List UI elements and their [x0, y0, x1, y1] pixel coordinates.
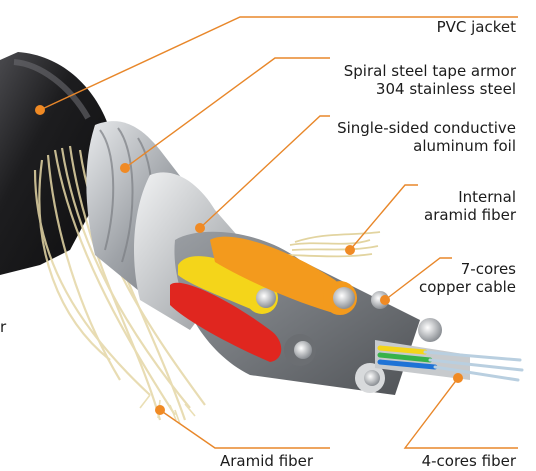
label-aluminum-foil: Single-sided conductive aluminum foil — [337, 119, 516, 155]
label-edge-fragment: r — [0, 318, 7, 336]
white-core-wires — [364, 370, 380, 386]
label-4core-fiber: 4-cores fiber — [421, 452, 516, 470]
label-aramid-fiber: Aramid fiber — [220, 452, 314, 470]
leader-lines — [39, 16, 518, 449]
orange-core-wires — [333, 287, 355, 309]
grey-core-wires — [294, 341, 312, 359]
pvc-jacket-highlight — [13, 59, 91, 120]
yellow-core-wires — [256, 288, 276, 308]
pvc-jacket-shape — [0, 52, 118, 275]
orange-core — [210, 236, 345, 312]
glass-fibers — [423, 350, 524, 382]
label-copper-cable: 7-cores copper cable — [419, 260, 516, 296]
fiber-cores — [377, 345, 438, 370]
label-internal-aramid: Internal aramid fiber — [424, 188, 516, 224]
label-pvc-jacket: PVC jacket — [436, 18, 516, 36]
inner-copper-end — [418, 318, 442, 342]
leader-dots — [35, 105, 463, 415]
internal-aramid-strands — [287, 231, 381, 258]
aramid-fiber-tips — [139, 394, 196, 425]
red-core — [170, 282, 282, 362]
label-steel-armor: Spiral steel tape armor 304 stainless st… — [343, 62, 516, 98]
